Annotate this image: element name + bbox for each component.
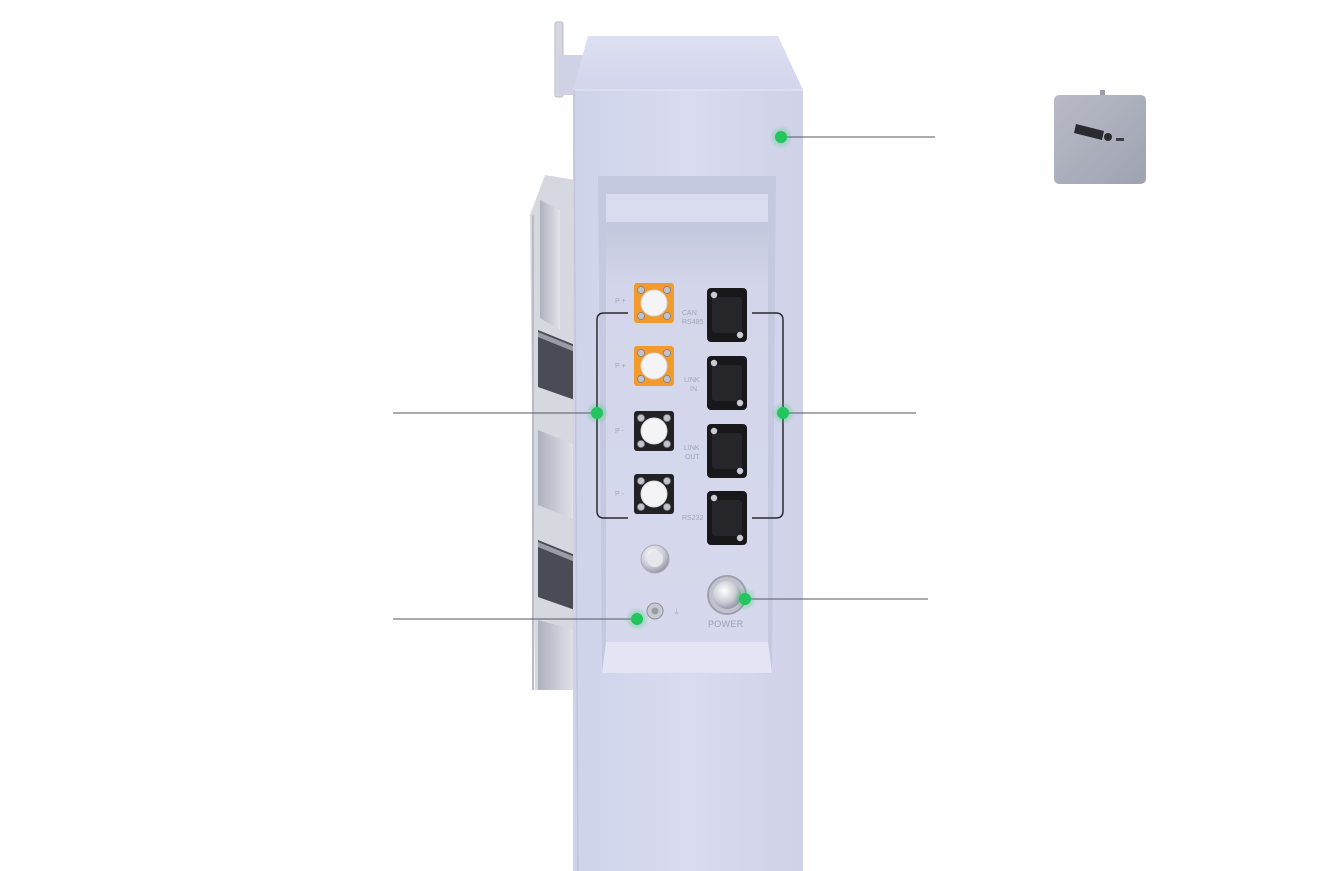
battery-module-thumbnail[interactable] (1054, 90, 1146, 184)
terminal-1-polarity: P + (615, 298, 626, 305)
power-terminals: P + P + P - P - (615, 283, 674, 514)
terminal-3-polarity: P - (615, 428, 624, 435)
label-link-out-1: LINK (684, 445, 700, 452)
label-can: CAN (682, 310, 697, 317)
terminal-1 (634, 283, 674, 323)
port-link-out (707, 424, 747, 478)
label-link-in-1: LINK (684, 377, 700, 384)
communication-ports: CAN RS485 LINK IN LINK OUT RS232 (682, 288, 747, 545)
label-rs232: RS232 (682, 515, 704, 522)
power-label: POWER (708, 619, 744, 629)
port-can-rs485 (707, 288, 747, 342)
callout-lines (393, 136, 935, 620)
label-rs485: RS485 (682, 319, 704, 326)
reset-knob (640, 544, 670, 574)
port-rs232 (707, 491, 747, 545)
terminal-2-polarity: P + (615, 363, 626, 370)
terminal-3 (634, 411, 674, 451)
terminal-4-polarity: P - (615, 491, 624, 498)
hotspot-ground-screw[interactable] (625, 607, 649, 631)
port-link-in (707, 356, 747, 410)
label-link-in-2: IN (690, 386, 697, 393)
ground-screw: ⏚ (646, 602, 680, 620)
terminal-4 (634, 474, 674, 514)
terminal-2 (634, 346, 674, 386)
hotspot-communication-ports[interactable] (771, 401, 795, 425)
label-link-out-2: OUT (685, 454, 701, 461)
heatsink-fins (530, 175, 575, 690)
hotspot-power-button[interactable] (733, 587, 757, 611)
ground-symbol-icon: ⏚ (673, 608, 680, 616)
hotspot-power-terminals[interactable] (585, 401, 609, 425)
hotspot-enclosure[interactable] (769, 125, 793, 149)
